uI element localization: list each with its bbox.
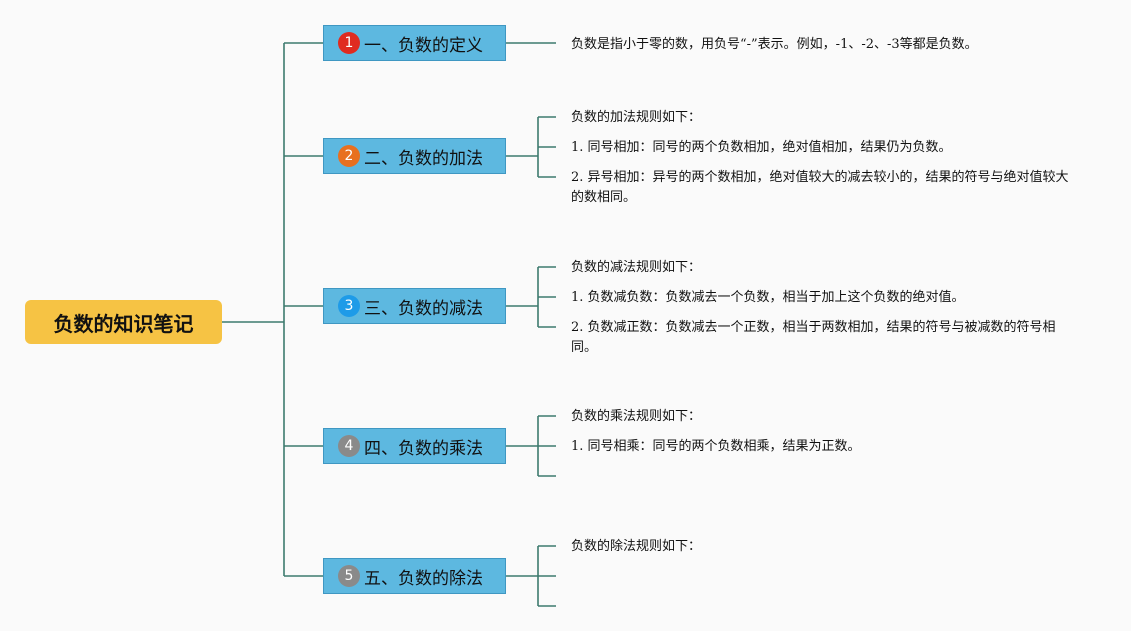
root-title: 负数的知识笔记 [53,311,194,336]
leaf-text: 1. 同号相加：同号的两个负数相加，绝对值相加，结果仍为负数。 [571,140,952,155]
branch-label: 四、负数的乘法 [364,438,483,459]
leaf-text: 负数是指小于零的数，用负号“-”表示。例如，-1、-2、-3等都是负数。 [571,37,978,52]
leaf-text: 2. 负数减正数：负数减去一个正数，相当于两数相加，结果的符号与被减数的符号相同… [571,320,1056,355]
leaf-text: 负数的除法规则如下： [571,539,702,554]
number-badge-icon: 2 [338,145,360,167]
leaf-text: 1. 同号相乘：同号的两个负数相乘，结果为正数。 [571,439,861,454]
branch-label: 一、负数的定义 [364,35,483,56]
root-node[interactable]: 负数的知识笔记 [25,300,222,344]
number-badge-icon: 5 [338,565,360,587]
leaf-text: 负数的减法规则如下： [571,260,702,275]
branch-label: 五、负数的除法 [364,568,483,589]
leaf-text: 负数的乘法规则如下： [571,409,702,424]
number-badge-icon: 4 [338,435,360,457]
number-badge-icon: 1 [338,32,360,54]
leaf-text: 2. 异号相加：异号的两个数相加，绝对值较大的减去较小的，结果的符号与绝对值较大… [571,170,1069,205]
number-badge-icon: 3 [338,295,360,317]
branch-label: 二、负数的加法 [364,148,483,169]
leaf-text: 负数的加法规则如下： [571,110,702,125]
branch-label: 三、负数的减法 [364,298,483,319]
leaf-text: 1. 负数减负数：负数减去一个负数，相当于加上这个负数的绝对值。 [571,290,965,305]
